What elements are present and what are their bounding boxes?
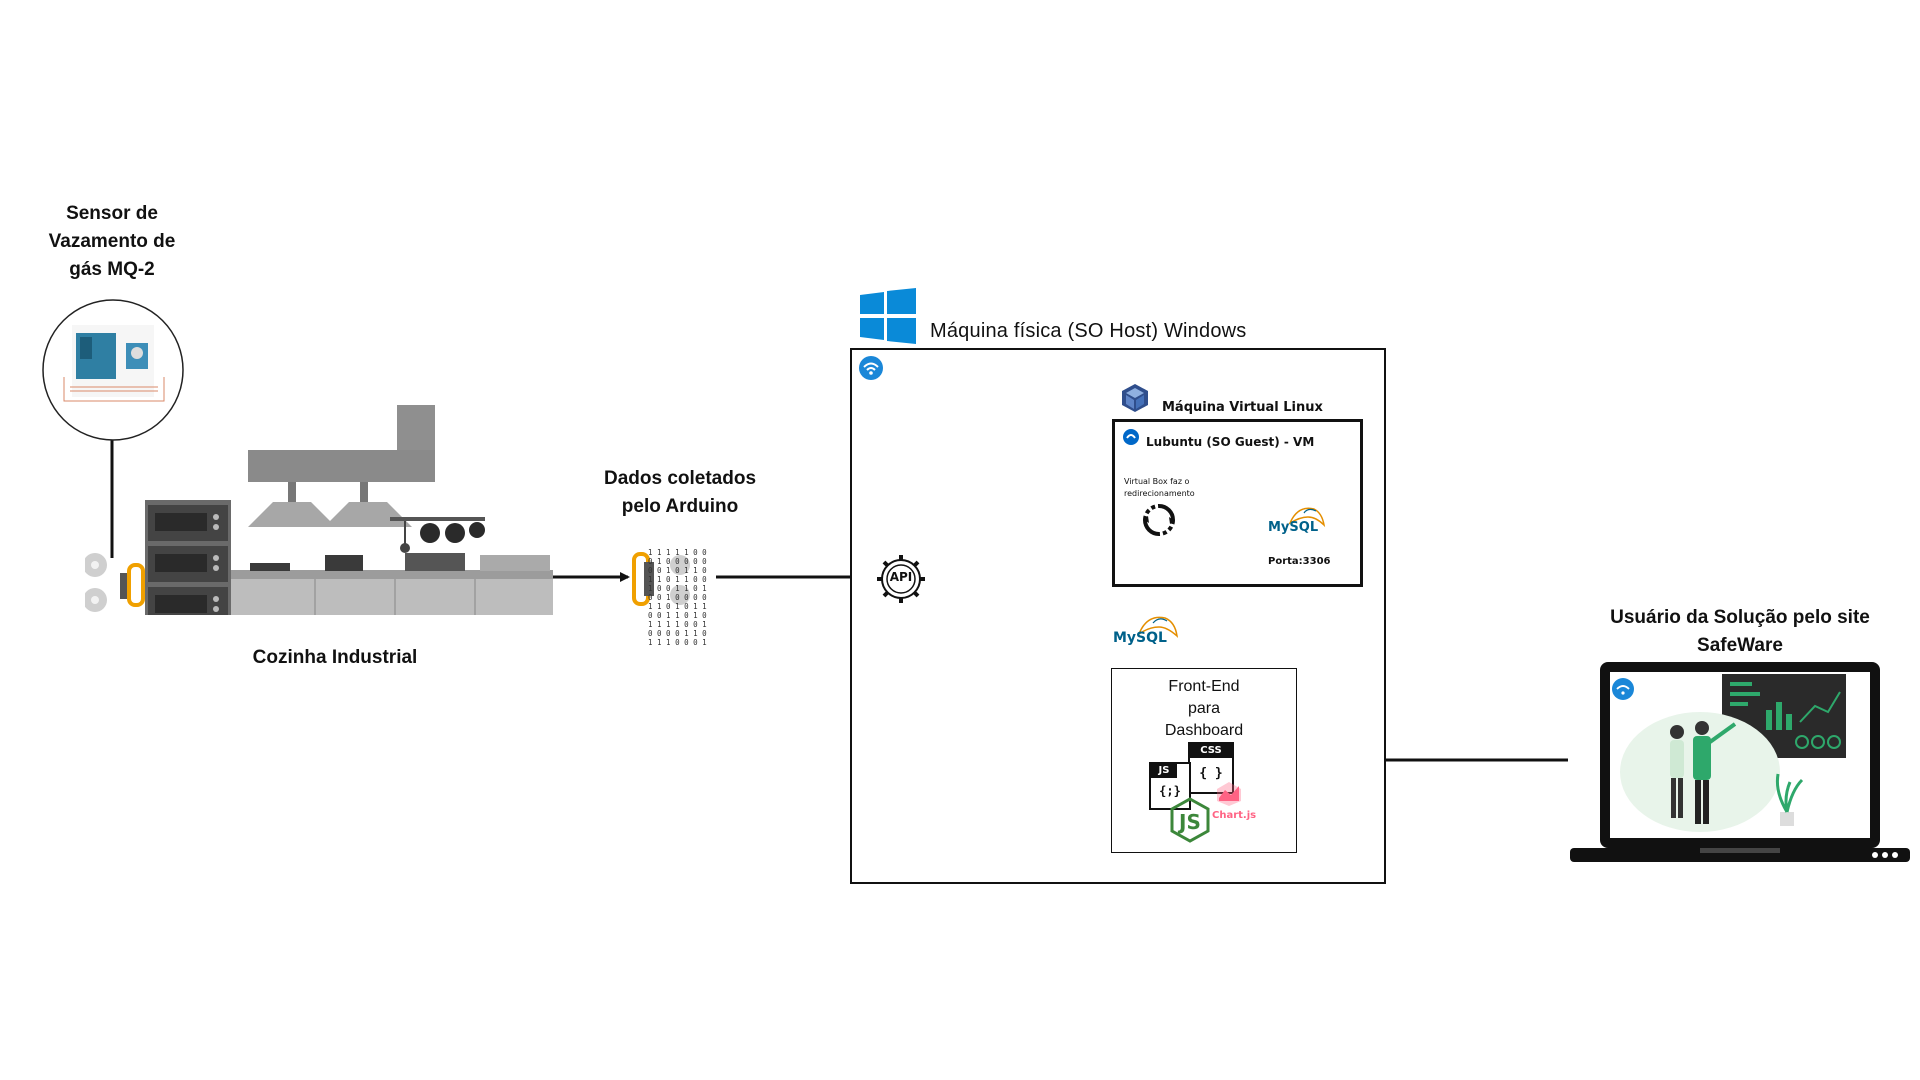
user-title-line-2: SafeWare bbox=[1697, 635, 1783, 656]
sensor-title: Sensor de Vazamento de gás MQ-2 bbox=[48, 203, 176, 280]
svg-text:JS: JS bbox=[1177, 810, 1201, 834]
kitchen-label: Cozinha Industrial bbox=[252, 647, 418, 668]
arduino-data-label: Dados coletados pelo Arduino bbox=[603, 468, 757, 517]
redirect-note: Virtual Box faz o redirecionamento bbox=[1124, 476, 1195, 500]
user-title-line-1: Usuário da Solução pelo site bbox=[1610, 607, 1870, 628]
host-title: Máquina física (SO Host) Windows bbox=[930, 320, 1247, 342]
frontend-title-line-1: Front-End bbox=[1168, 678, 1240, 695]
mysql-logo: MySQL bbox=[1113, 612, 1183, 652]
mysql-text: MySQL bbox=[1113, 630, 1167, 646]
nodejs-icon: JS bbox=[1170, 797, 1210, 843]
mysql-dolphin-icon bbox=[1288, 507, 1326, 528]
arduino-valve-icon bbox=[632, 552, 690, 606]
js-file-code: {;} bbox=[1159, 784, 1181, 798]
chartjs-label: Chart.js bbox=[1212, 810, 1257, 821]
vm-box bbox=[1112, 419, 1363, 587]
sensor-circuit-image bbox=[42, 299, 184, 441]
industrial-kitchen-image bbox=[85, 405, 553, 615]
virtualbox-icon bbox=[1122, 384, 1148, 412]
vm-port-label: Porta:3306 bbox=[1268, 556, 1331, 567]
user-title: Usuário da Solução pelo site SafeWare bbox=[1590, 604, 1890, 660]
frontend-title-line-3: Dashboard bbox=[1164, 722, 1244, 739]
laptop-dashboard-image bbox=[1570, 662, 1910, 862]
frontend-title: Front-End para Dashboard bbox=[1111, 676, 1297, 742]
mysql-text: MySQL bbox=[1268, 520, 1319, 535]
css-file-icon: CSS { } bbox=[1188, 742, 1234, 794]
redirect-note-line-1: Virtual Box faz o bbox=[1124, 477, 1190, 486]
css-file-label: CSS bbox=[1190, 744, 1232, 758]
host-wifi-icon bbox=[859, 356, 883, 380]
vm-title: Máquina Virtual Linux bbox=[1162, 400, 1323, 415]
lubuntu-icon bbox=[1123, 429, 1139, 445]
chartjs-icon bbox=[1217, 782, 1241, 806]
api-label: API bbox=[889, 570, 913, 584]
frontend-title-line-2: para bbox=[1187, 700, 1221, 717]
vm-guest-label: Lubuntu (SO Guest) - VM bbox=[1146, 435, 1315, 449]
api-gear-icon bbox=[877, 555, 925, 603]
redirect-cycle-icon bbox=[1143, 504, 1175, 536]
mysql-dolphin-icon bbox=[1137, 616, 1179, 638]
vm-mysql-logo: MySQL bbox=[1268, 503, 1328, 537]
redirect-note-line-2: redirecionamento bbox=[1124, 489, 1195, 498]
windows-logo-icon bbox=[860, 288, 916, 344]
js-file-icon: JS {;} bbox=[1149, 762, 1191, 810]
js-file-label: JS bbox=[1151, 764, 1177, 778]
css-file-code: { } bbox=[1199, 766, 1223, 781]
